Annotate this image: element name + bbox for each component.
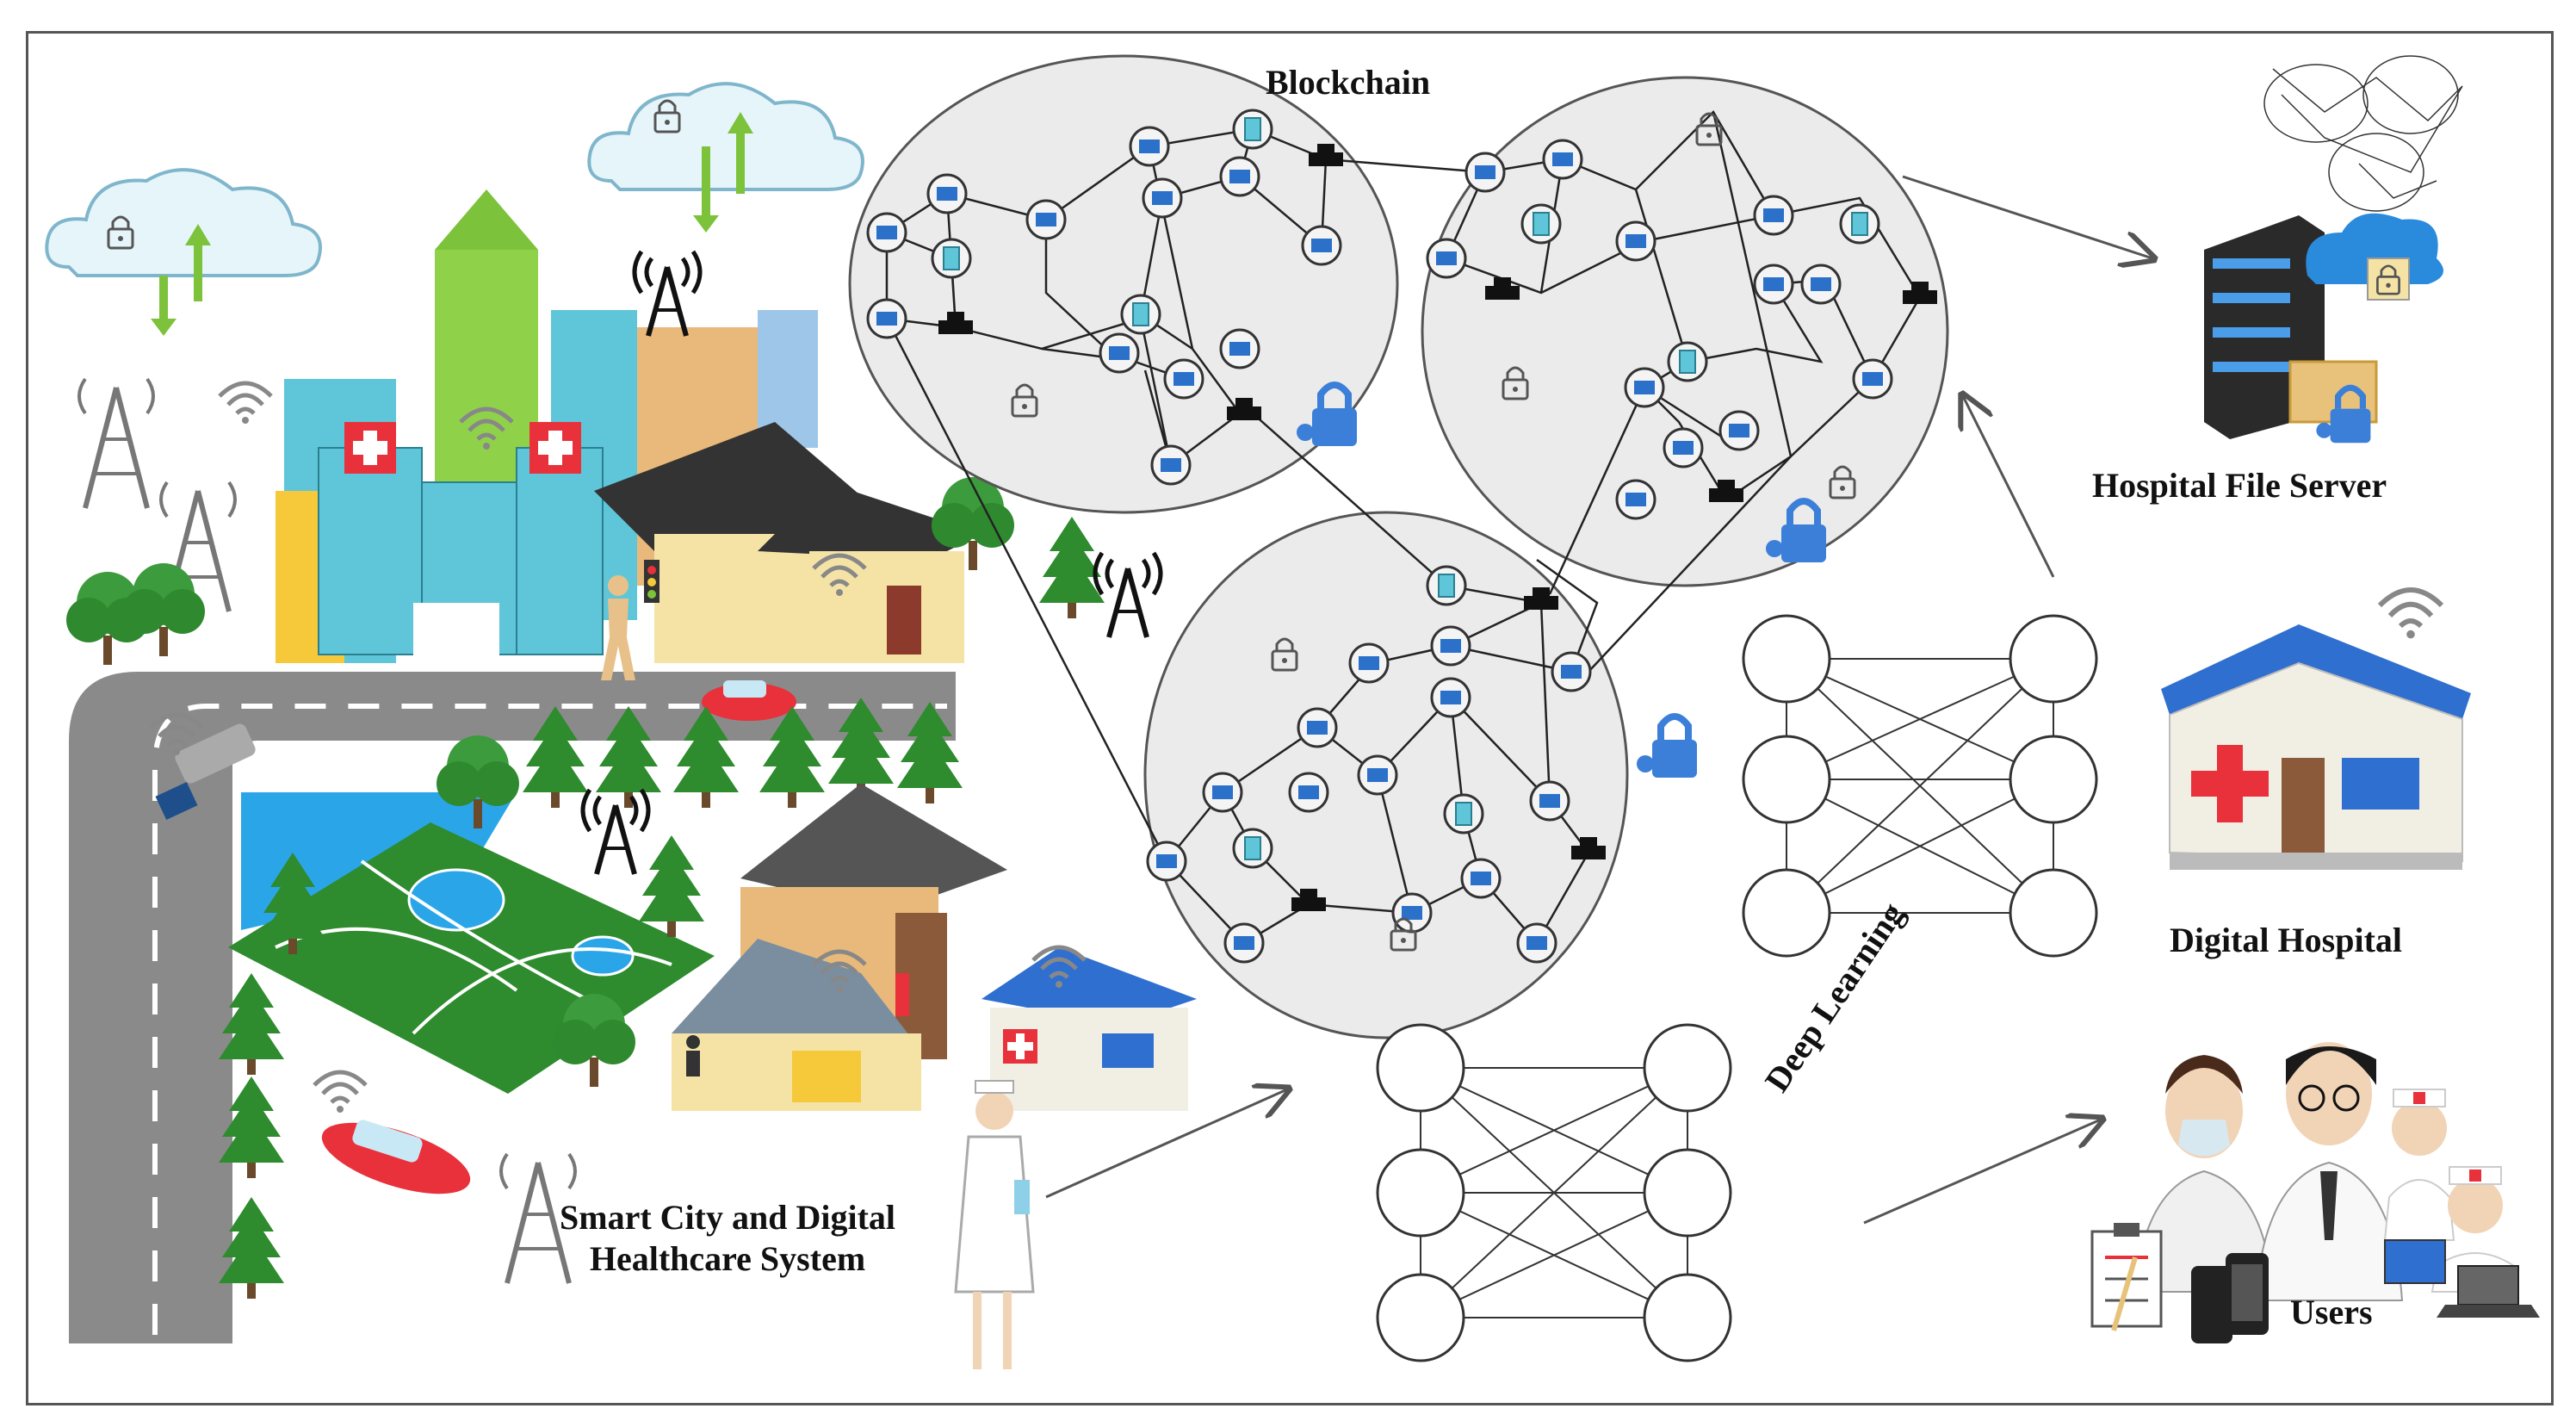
doctor-icon — [2254, 1042, 2404, 1301]
users-label: Users — [2290, 1293, 2373, 1331]
wifi-icon — [220, 383, 271, 424]
traffic-light-icon — [644, 560, 659, 603]
car-icon — [702, 680, 796, 721]
city-buildings — [276, 189, 818, 663]
server-icon — [2204, 55, 2463, 443]
antenna-icon — [583, 790, 648, 874]
tower-icon — [79, 379, 153, 508]
smart-home — [672, 784, 1007, 1111]
hospital-cross-icon — [344, 422, 581, 474]
neural-network-upper — [1742, 614, 2098, 958]
wifi-icon — [314, 1072, 366, 1113]
pedestrian-icon — [601, 575, 635, 680]
digital-hospital-label: Digital Hospital — [2170, 921, 2403, 959]
clipboard-icon — [2090, 1223, 2163, 1331]
smart-city-label: Smart City and Digital Healthcare System — [560, 1197, 895, 1280]
car-icon — [321, 1120, 471, 1194]
smart-city-label-line2: Healthcare System — [589, 1239, 866, 1278]
antenna-icon — [1095, 553, 1161, 637]
houses — [594, 422, 981, 680]
tree-icon — [639, 835, 704, 937]
antenna-icon — [635, 251, 700, 336]
blockchain-cluster — [1421, 76, 1949, 587]
worker-icon — [686, 1035, 700, 1076]
smart-city-label-line1: Smart City and Digital — [560, 1198, 895, 1237]
smart-city-illustration — [45, 82, 1197, 1369]
cloud-lock-icon — [45, 168, 323, 277]
flow-arrows — [1045, 175, 2152, 1225]
cloud-lock-icon — [587, 82, 864, 191]
wifi-icon — [2380, 590, 2442, 638]
smartphone-icon — [2191, 1253, 2269, 1343]
digital-hospital-icon — [2161, 590, 2471, 870]
laptop-icon — [2384, 1239, 2540, 1318]
blockchain-network — [848, 54, 1949, 1039]
blockchain-cluster — [848, 54, 1399, 514]
blockchain-label: Blockchain — [1266, 63, 1431, 102]
lock-icon — [1637, 717, 1697, 778]
hospital-file-server-label: Hospital File Server — [2092, 466, 2387, 505]
nurse-icon — [954, 1080, 1035, 1369]
truck-icon — [155, 723, 256, 821]
users-group — [2090, 1042, 2540, 1343]
data-arrows-icon — [151, 112, 753, 336]
nurse-icon — [2383, 1089, 2455, 1241]
neural-network-lower — [1376, 1023, 1732, 1362]
hospital-icon — [981, 947, 1197, 1111]
